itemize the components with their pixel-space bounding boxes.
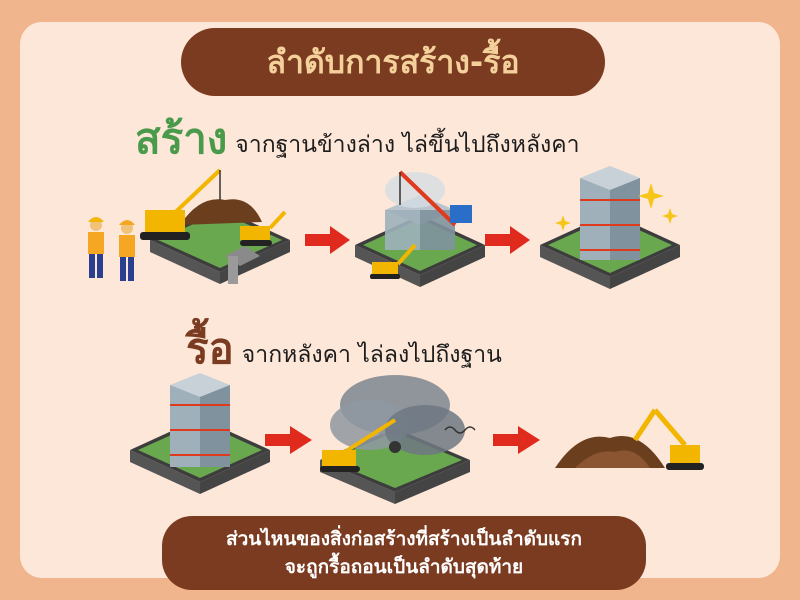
arrow-icon	[265, 426, 312, 454]
sparkle-icon	[555, 183, 678, 231]
note-box: ส่วนไหนของสิ่งก่อสร้างที่สร้างเป็นลำดับแ…	[162, 516, 646, 590]
note-line-2: จะถูกรื้อถอนเป็นลำดับสุดท้าย	[284, 556, 524, 578]
workers-illustration	[88, 217, 135, 281]
page-title: ลำดับการสร้าง-รื้อ	[181, 28, 605, 96]
build-word: สร้าง	[135, 114, 228, 163]
rubble-pile-illustration	[555, 408, 704, 470]
build-description: จากฐานข้างล่าง ไล่ขึ้นไปถึงหลังคา	[235, 132, 580, 158]
finished-building-illustration	[540, 166, 680, 289]
demolition-site-illustration	[320, 375, 476, 504]
construction-site-illustration	[355, 170, 485, 287]
arrow-icon	[305, 226, 350, 254]
arrow-icon	[485, 226, 530, 254]
demolish-heading: รื้อ จากหลังคา ไล่ลงไปถึงฐาน	[186, 328, 502, 370]
note-line-1: ส่วนไหนของสิ่งก่อสร้างที่สร้างเป็นลำดับแ…	[225, 528, 583, 550]
build-heading: สร้าง จากฐานข้างล่าง ไล่ขึ้นไปถึงหลังคา	[135, 118, 580, 160]
foundation-site-illustration	[140, 168, 290, 284]
demolish-description: จากหลังคา ไล่ลงไปถึงฐาน	[241, 342, 502, 368]
intact-building-illustration	[130, 373, 270, 494]
arrow-icon	[493, 426, 540, 454]
demolish-word: รื้อ	[186, 324, 234, 373]
